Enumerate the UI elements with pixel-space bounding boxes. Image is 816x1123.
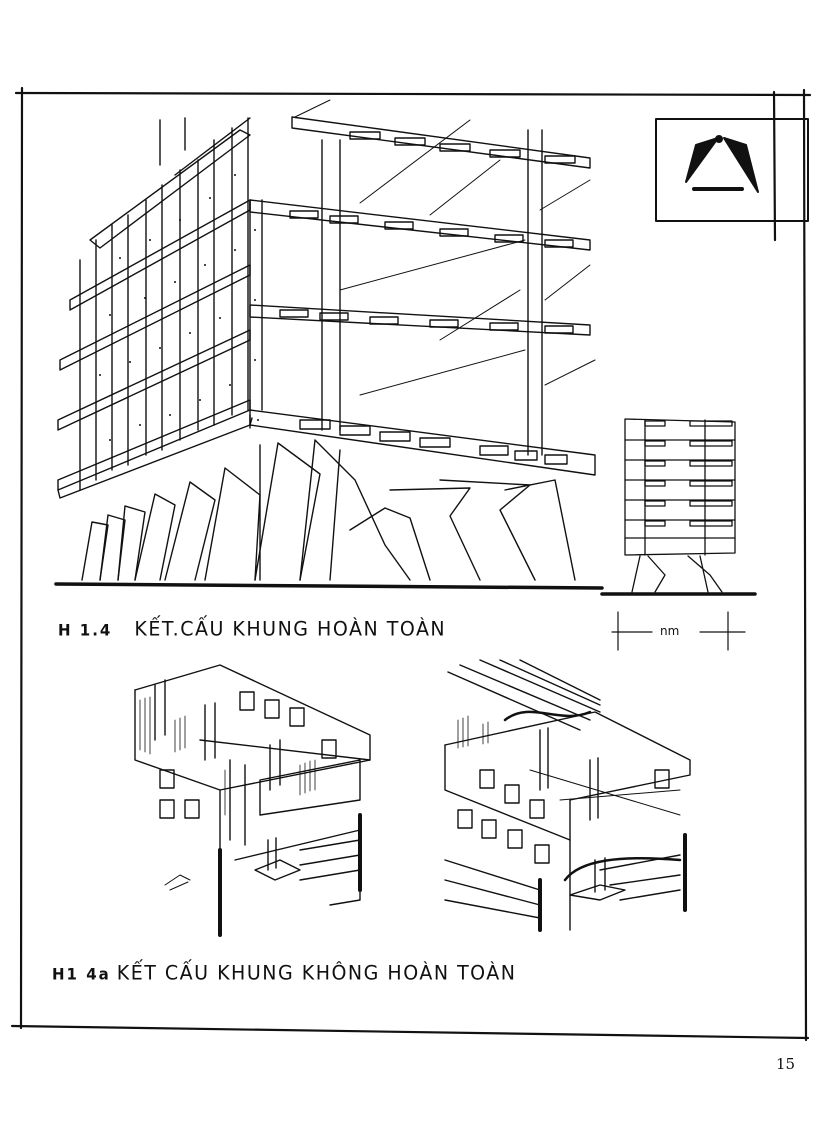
fig-1-4a-left-drawing	[134, 664, 371, 937]
scale-bar	[611, 611, 746, 651]
ground-line	[54, 582, 604, 590]
fig-1-4-elevation	[600, 418, 757, 596]
scale-bar-label: nm	[660, 624, 680, 638]
view-angle-icon	[655, 118, 809, 222]
interior-columns	[321, 129, 543, 456]
stipple-texture	[99, 174, 259, 441]
pilotis	[57, 414, 576, 581]
slab-lines	[294, 99, 596, 396]
fig-1-4a-caption-text: KẾT CẤU KHUNG KHÔNG HOÀN TOÀN	[116, 961, 517, 985]
page-frame	[10, 86, 812, 1042]
fig-1-4-caption: H 1.4 KẾT.CẤU KHUNG HOÀN TOÀN	[58, 617, 446, 640]
fig-1-4a-label: H1 4a	[52, 964, 111, 984]
page-number: 15	[776, 1055, 796, 1073]
fig-1-4-label: H 1.4	[58, 620, 113, 640]
fig-1-4-drawing	[54, 99, 604, 590]
facade-left	[57, 117, 251, 491]
fig-1-4a-right-drawing	[444, 659, 691, 932]
frame-beams	[249, 116, 596, 476]
fig-1-4-caption-text: KẾT.CẤU KHUNG HOÀN TOÀN	[134, 617, 447, 641]
